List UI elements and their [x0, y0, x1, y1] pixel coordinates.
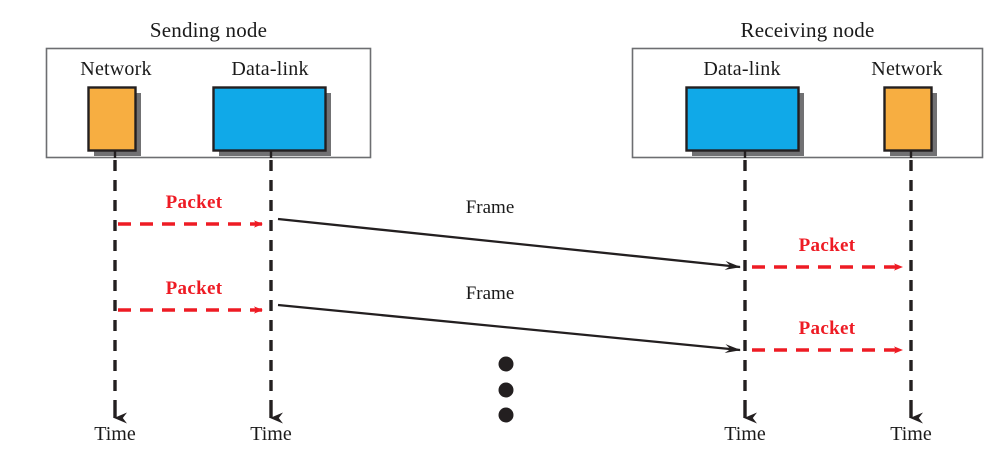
receiving-node-title: Receiving node: [740, 18, 875, 42]
sending-datalink-box: [212, 86, 331, 158]
packet-label-sending-2: Packet: [165, 278, 223, 299]
sending-datalink-label: Data-link: [231, 58, 309, 80]
frame-label-1: Frame: [465, 197, 515, 218]
packet-label-receiving-2: Packet: [798, 318, 856, 339]
time-label-receiving-datalink: Time: [724, 423, 766, 445]
receiving-datalink-label: Data-link: [703, 58, 781, 80]
continuation-dots: [498, 356, 514, 423]
sending-network-label: Network: [80, 58, 152, 80]
time-label-receiving-network: Time: [890, 423, 932, 445]
time-label-sending-network: Time: [94, 423, 136, 445]
frame-label-2: Frame: [465, 283, 515, 304]
sending-network-box: [87, 86, 141, 158]
packet-label-receiving-1: Packet: [798, 235, 856, 256]
lifeline-arrowheads: [113, 404, 923, 424]
receiving-network-box: [883, 86, 937, 158]
receiving-datalink-box: [685, 86, 804, 158]
packet-label-sending-1: Packet: [165, 192, 223, 213]
frame-arrow-1: [277, 217, 741, 270]
frame-arrow-2: [277, 303, 741, 354]
receiving-network-label: Network: [871, 58, 943, 80]
time-label-sending-datalink: Time: [250, 423, 292, 445]
sending-node-title: Sending node: [149, 18, 268, 42]
